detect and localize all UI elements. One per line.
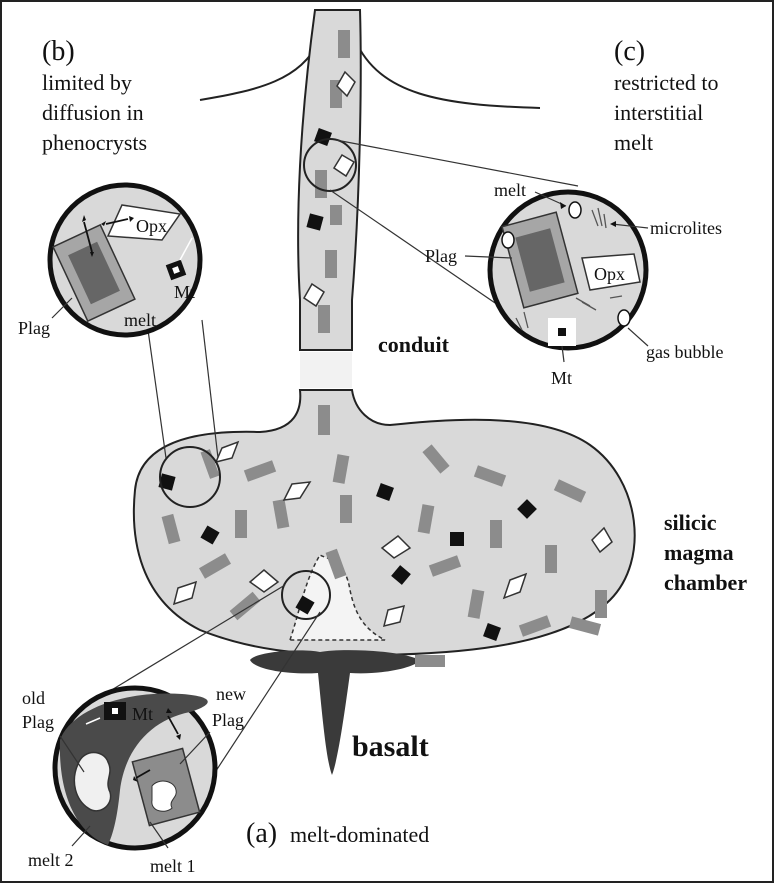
panel-c-line2: interstitial: [614, 100, 703, 125]
panel-c-line1: restricted to: [614, 70, 718, 95]
panel-b-line2: diffusion in: [42, 100, 144, 125]
chamber-label-line2: magma: [664, 540, 734, 565]
inset-a-old-plag-line2: Plag: [22, 712, 54, 732]
chamber-label-line3: chamber: [664, 570, 747, 595]
inset-c-plag-label: Plag: [425, 246, 457, 266]
panel-a-letter: (a): [246, 818, 277, 849]
chamber-label-line1: silicic: [664, 510, 717, 535]
conduit-gap: [300, 352, 352, 388]
inset-c-gas-bubble-label: gas bubble: [646, 342, 723, 362]
panel-c-line3: melt: [614, 130, 653, 155]
inset-a-melt2-label: melt 2: [28, 850, 74, 870]
inset-a-new-plag-line1: new: [216, 684, 246, 704]
panel-b-line1: limited by: [42, 70, 132, 95]
inset-c-bubble-1: [569, 202, 581, 218]
inset-c-microlites-label: microlites: [650, 218, 722, 238]
inset-b-plag-label: Plag: [18, 318, 50, 338]
panel-b-line3: phenocrysts: [42, 130, 147, 155]
panel-b-letter: (b): [42, 36, 75, 67]
inset-c-opx-label: Opx: [594, 264, 625, 284]
inset-a-new-plag-line2: Plag: [212, 710, 244, 730]
inset-a-melt1-label: melt 1: [150, 856, 196, 876]
inset-c-bubble-2: [502, 232, 514, 248]
panel-a-caption: melt-dominated: [290, 822, 429, 847]
inset-a-mt-label: Mt: [132, 704, 153, 724]
inset-b-opx-label: Opx: [136, 216, 167, 236]
inset-c-mt-label: Mt: [551, 368, 572, 388]
inset-b-melt-label: melt: [124, 310, 156, 330]
basalt-label: basalt: [352, 730, 429, 763]
inset-a-old-plag-line1: old: [22, 688, 45, 708]
panel-c-letter: (c): [614, 36, 645, 67]
inset-c-bubble-3: [618, 310, 630, 326]
inset-c-melt-label: melt: [494, 180, 526, 200]
inset-b-mt-label: Mt: [174, 282, 195, 302]
conduit-label: conduit: [378, 332, 450, 357]
